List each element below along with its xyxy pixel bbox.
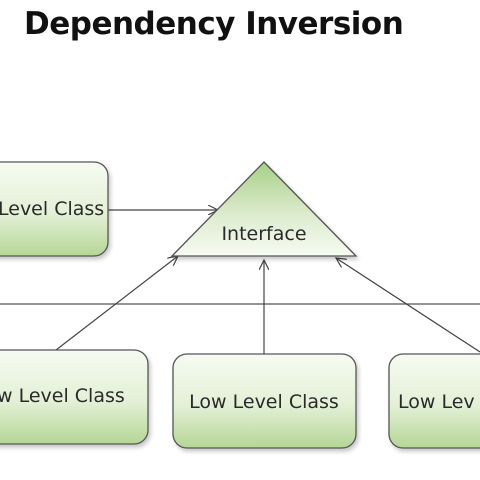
interface-label: Interface — [221, 223, 306, 245]
low-level-class-label-3: Low Lev — [398, 391, 475, 413]
diagram-title: Dependency Inversion — [24, 6, 404, 42]
high-level-class-label: Level Class — [0, 198, 104, 220]
low-level-class-box-3: Low Lev — [388, 353, 480, 449]
arrow-low1-to-interface — [55, 256, 178, 351]
high-level-class-box: Level Class — [0, 161, 109, 257]
arrow-low3-to-interface — [336, 258, 480, 353]
low-level-class-box-2: Low Level Class — [172, 353, 357, 449]
low-level-class-box-1: w Level Class — [0, 349, 149, 445]
low-level-class-label-1: w Level Class — [0, 385, 125, 407]
interface-triangle: Interface — [170, 161, 358, 257]
low-level-class-label-2: Low Level Class — [189, 391, 339, 413]
